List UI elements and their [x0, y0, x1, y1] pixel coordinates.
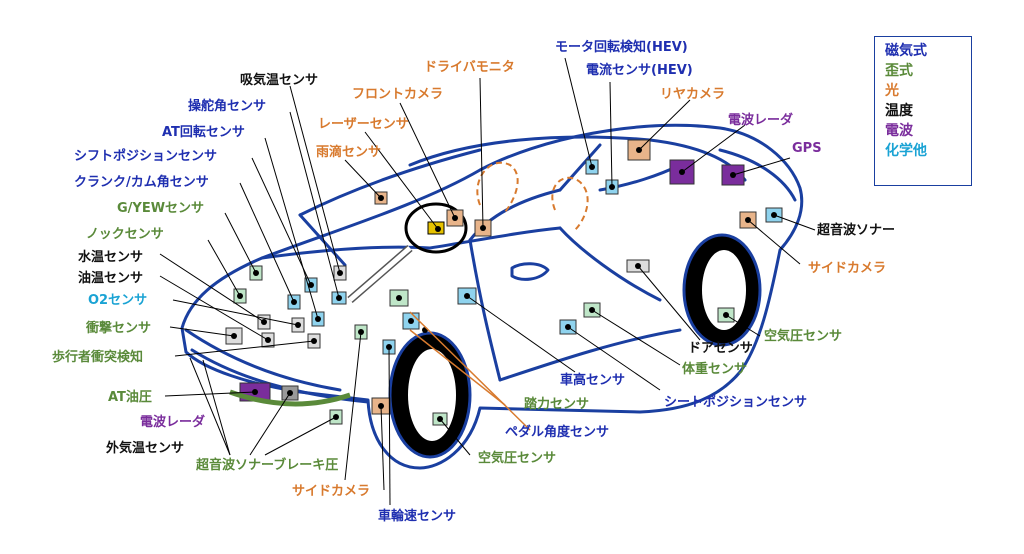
seats: [476, 161, 589, 231]
label-radar-front: 電波レーダ: [140, 414, 205, 430]
label-body-weight: 体重センサ: [682, 361, 747, 377]
sensor-type-legend: 磁気式 歪式 光 温度 電波 化学他: [874, 36, 972, 186]
label-front-camera: フロントカメラ: [352, 87, 443, 102]
label-water-temp: 水温センサ: [78, 249, 143, 265]
label-ride-height: 車高センサ: [560, 372, 625, 388]
leader-lines: [159, 57, 816, 506]
label-tire-pressure-front: 空気圧センサ: [478, 450, 556, 466]
label-laser: レーザーセンサ: [318, 117, 409, 132]
legend-temperature: 温度: [885, 103, 913, 119]
label-pedestrian: 歩行者衝突検知: [52, 349, 143, 365]
label-seat-position: シートポジションセンサ: [664, 394, 807, 410]
steering-wheel: [347, 202, 468, 304]
labels: 吸気温センサ 操舵角センサ AT回転センサ シフトポジションセンサ クランク/カ…: [52, 39, 895, 524]
label-rain: 雨滴センサ: [316, 144, 381, 160]
rear-wheel: [682, 233, 762, 347]
label-at-oil-pressure: AT油圧: [108, 389, 152, 405]
legend-strain: 歪式: [885, 63, 913, 79]
label-sonar-rear: 超音波ソナー: [817, 222, 895, 238]
legend-light: 光: [885, 83, 899, 99]
label-rear-camera: リヤカメラ: [660, 87, 725, 102]
legend-radio: 電波: [885, 123, 913, 139]
label-side-camera-front: サイドカメラ: [292, 484, 370, 499]
label-outside-temp: 外気温センサ: [105, 440, 184, 456]
label-oil-temp: 油温センサ: [78, 270, 143, 286]
label-driver-monitor: ドライバモニタ: [424, 60, 515, 75]
label-door: ドアセンサ: [688, 341, 753, 356]
label-radar-rear: 電波レーダ: [728, 112, 793, 128]
label-motor-rotation-hev: モータ回転検知(HEV): [555, 39, 688, 55]
label-wheel-speed: 車輪速センサ: [378, 508, 456, 524]
front-wheel: [388, 331, 472, 459]
label-knock: ノックセンサ: [86, 227, 164, 242]
leader-lines-orange: [409, 311, 531, 431]
label-shift-position: シフトポジションセンサ: [74, 148, 217, 164]
label-side-camera-rear: サイドカメラ: [808, 261, 886, 276]
label-pedal-angle: ペダル角度センサ: [505, 424, 609, 440]
label-steering-angle: 操舵角センサ: [188, 98, 266, 114]
label-impact: 衝撃センサ: [85, 320, 151, 336]
label-crank-cam: クランク/カム角センサ: [74, 174, 209, 190]
legend-chemical: 化学他: [885, 143, 927, 159]
label-at-rotation: AT回転センサ: [162, 124, 245, 140]
legend-magnetic: 磁気式: [885, 43, 927, 59]
label-o2: O2センサ: [88, 293, 147, 308]
label-sonar-brake: 超音波ソナーブレーキ圧: [196, 457, 338, 473]
label-g-yaw: G/YEWセンサ: [117, 201, 204, 216]
label-tire-pressure-rear: 空気圧センサ: [764, 328, 842, 344]
label-pedal-force: 踏力センサ: [524, 396, 589, 412]
label-gps: GPS: [792, 141, 822, 156]
label-current-hev: 電流センサ(HEV): [586, 62, 693, 78]
label-intake-temp: 吸気温センサ: [240, 72, 318, 88]
